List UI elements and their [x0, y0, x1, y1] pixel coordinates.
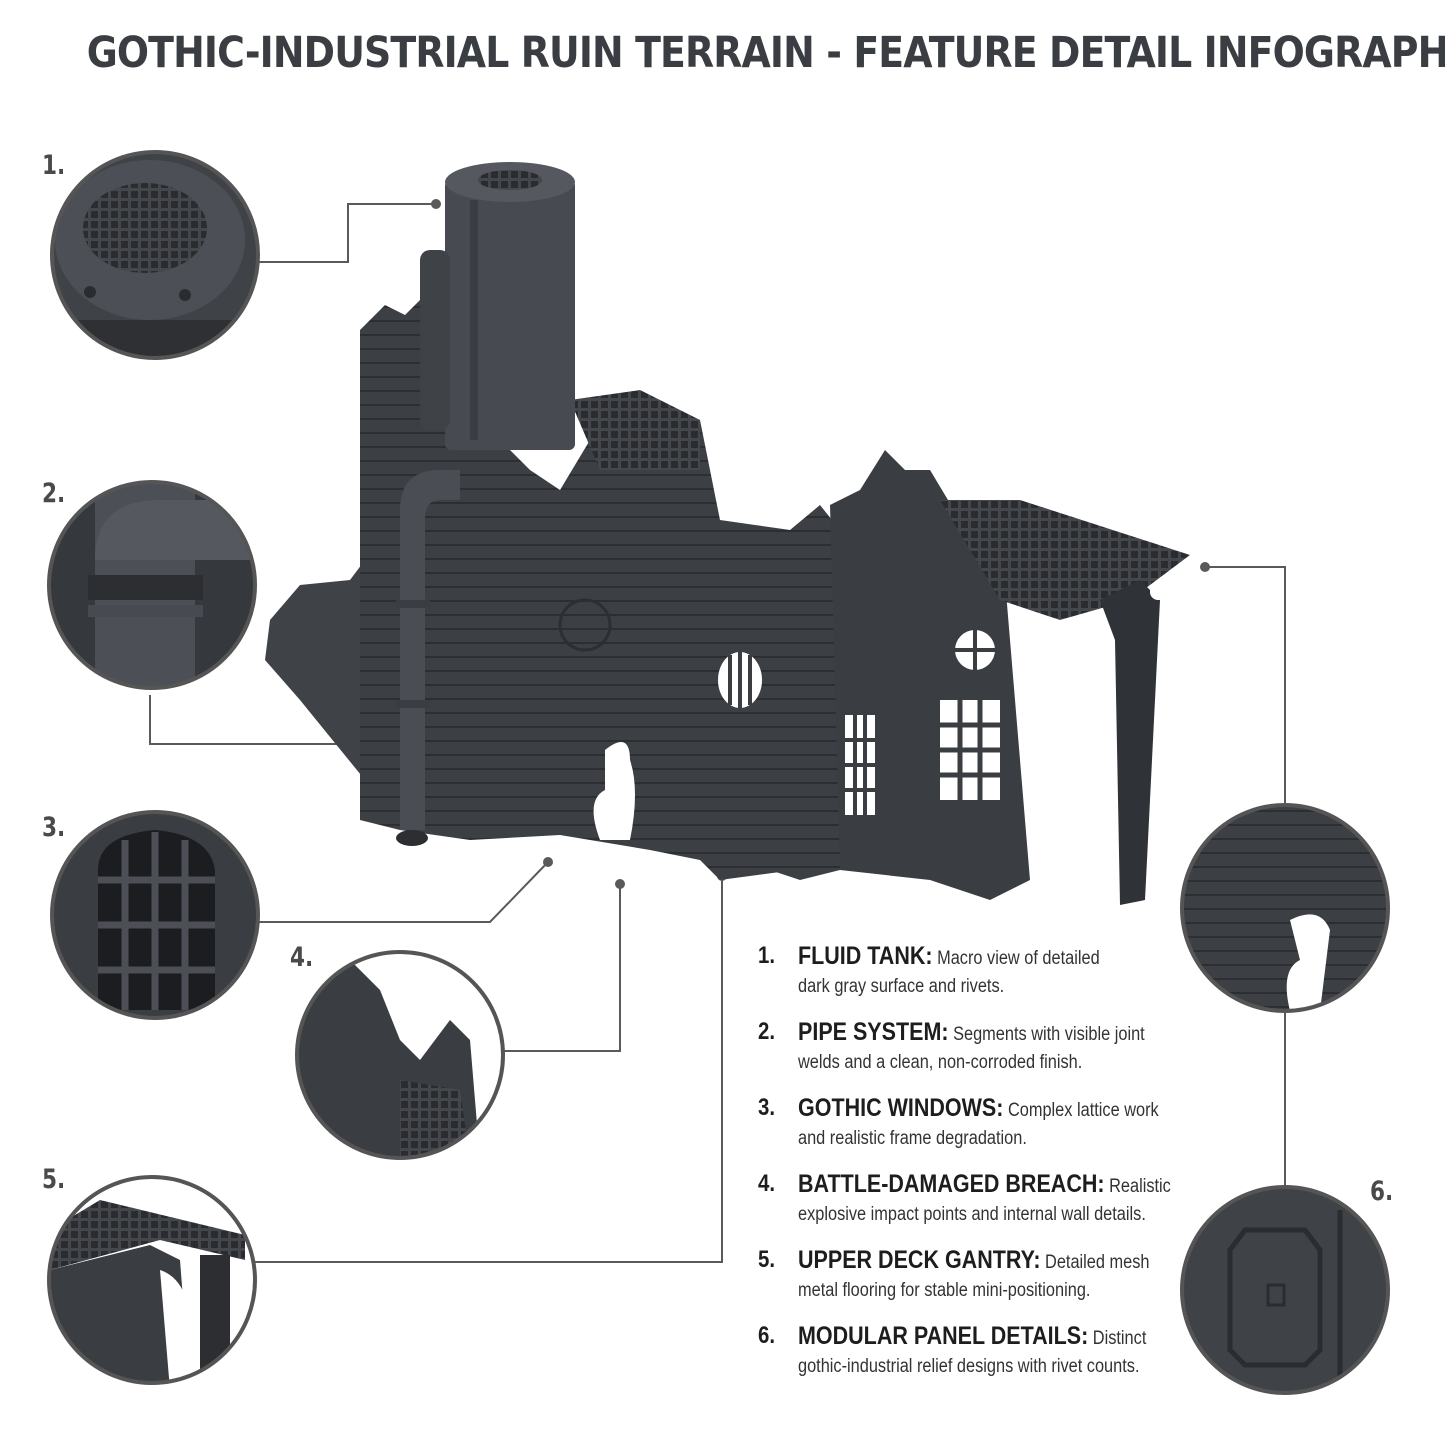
- leader-dot-1: [431, 199, 441, 209]
- leader-line-1: [258, 203, 436, 263]
- callout-circle-5: [47, 1175, 257, 1385]
- callout-number-3: 3.: [42, 812, 66, 843]
- legend-item-5: 5. UPPER DECK GANTRY: Detailed mesh metal…: [758, 1246, 1228, 1305]
- legend-item-1: 1. FLUID TANK: Macro view of detailed dar…: [758, 942, 1228, 1001]
- leader-line-4: [503, 884, 621, 1052]
- legend-title: BATTLE-DAMAGED BREACH:: [798, 1170, 1105, 1198]
- callout-number-1: 1.: [42, 150, 66, 181]
- legend-desc-line2: dark gray surface and rivets.: [798, 976, 1005, 997]
- legend-desc-line1: Complex lattice work: [1007, 1100, 1159, 1121]
- legend-desc-line1: Macro view of detailed: [937, 948, 1100, 969]
- legend-title: FLUID TANK:: [798, 942, 933, 970]
- legend-item-3: 3. GOTHIC WINDOWS: Complex lattice work a…: [758, 1094, 1228, 1153]
- legend-title: MODULAR PANEL DETAILS:: [798, 1322, 1089, 1350]
- legend-desc-line2: welds and a clean, non-corroded finish.: [798, 1052, 1083, 1073]
- legend-desc-line2: metal flooring for stable mini-positioni…: [798, 1280, 1091, 1301]
- callout-number-5: 5.: [42, 1164, 66, 1195]
- legend-desc-line1: Segments with visible joint: [953, 1024, 1145, 1045]
- leader-dot-6: [1200, 562, 1210, 572]
- callout-circle-3: [50, 810, 260, 1020]
- legend-item-4: 4. BATTLE-DAMAGED BREACH: Realistic explo…: [758, 1170, 1228, 1229]
- callout-circle-6-bottom: [1180, 1185, 1390, 1395]
- legend-desc-line1: Realistic: [1109, 1176, 1171, 1197]
- legend-number: 5.: [758, 1246, 776, 1273]
- leader-line-3: [258, 861, 549, 923]
- legend-title: GOTHIC WINDOWS:: [798, 1094, 1004, 1122]
- legend-desc-line1: Distinct: [1092, 1328, 1147, 1349]
- legend-desc-line2: explosive impact points and internal wal…: [798, 1204, 1146, 1225]
- callout-number-6: 6.: [1370, 1176, 1394, 1207]
- legend-title: UPPER DECK GANTRY:: [798, 1246, 1041, 1274]
- callout-circle-1: [50, 150, 260, 360]
- legend-title: PIPE SYSTEM:: [798, 1018, 949, 1046]
- feature-legend: 1. FLUID TANK: Macro view of detailed dar…: [758, 942, 1228, 1398]
- legend-desc-line2: and realistic frame degradation.: [798, 1128, 1027, 1149]
- leader-dot-4: [615, 879, 625, 889]
- leader-line-5: [255, 876, 723, 1263]
- legend-desc-line1: Detailed mesh: [1045, 1252, 1150, 1273]
- leader-line-2: [149, 695, 348, 745]
- legend-number: 1.: [758, 942, 776, 969]
- legend-item-2: 2. PIPE SYSTEM: Segments with visible jo…: [758, 1018, 1228, 1077]
- legend-desc-line2: gothic-industrial relief designs with ri…: [798, 1356, 1140, 1377]
- page-title: GOTHIC-INDUSTRIAL RUIN TERRAIN - FEATURE…: [86, 28, 1445, 78]
- legend-number: 4.: [758, 1170, 776, 1197]
- callout-circle-6-top: [1180, 803, 1390, 1013]
- callout-number-4: 4.: [290, 942, 314, 973]
- legend-item-6: 6. MODULAR PANEL DETAILS: Distinct gothic…: [758, 1322, 1228, 1381]
- legend-number: 6.: [758, 1322, 776, 1349]
- terrain-model: [265, 162, 1190, 905]
- callout-circle-4: [295, 950, 505, 1160]
- callout-number-2: 2.: [42, 478, 66, 509]
- legend-number: 3.: [758, 1094, 776, 1121]
- legend-number: 2.: [758, 1018, 776, 1045]
- callout-circle-2: [47, 480, 257, 690]
- leader-dot-3: [543, 857, 553, 867]
